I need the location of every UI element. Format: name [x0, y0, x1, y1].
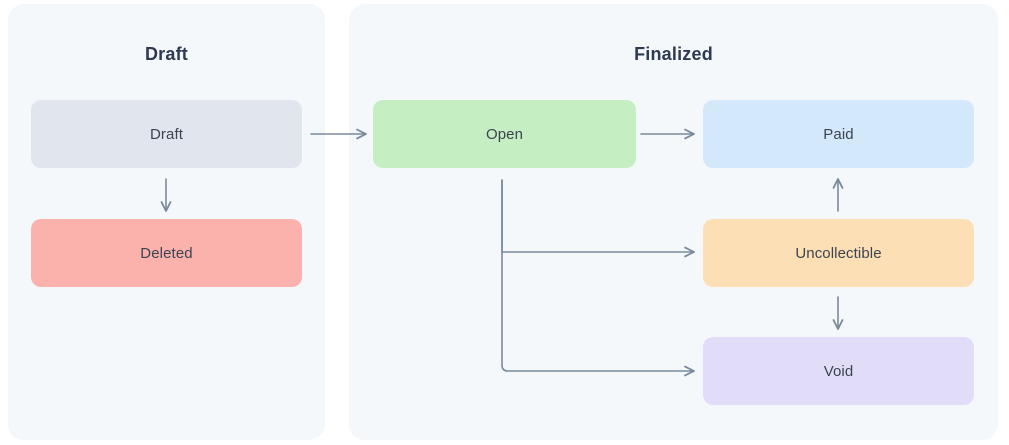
node-open[interactable]: Open [373, 100, 636, 168]
panel-draft-title: Draft [144, 44, 188, 64]
node-deleted[interactable]: Deleted [31, 219, 302, 287]
panel-finalized-title: Finalized [634, 44, 713, 64]
node-uncollectible[interactable]: Uncollectible [703, 219, 974, 287]
node-draft[interactable]: Draft [31, 100, 302, 168]
panel-finalized: Finalized Open Paid Uncollectible Void [349, 4, 998, 440]
node-void[interactable]: Void [703, 337, 974, 405]
panel-draft: Draft Draft Deleted [8, 4, 325, 440]
node-paid[interactable]: Paid [703, 100, 974, 168]
